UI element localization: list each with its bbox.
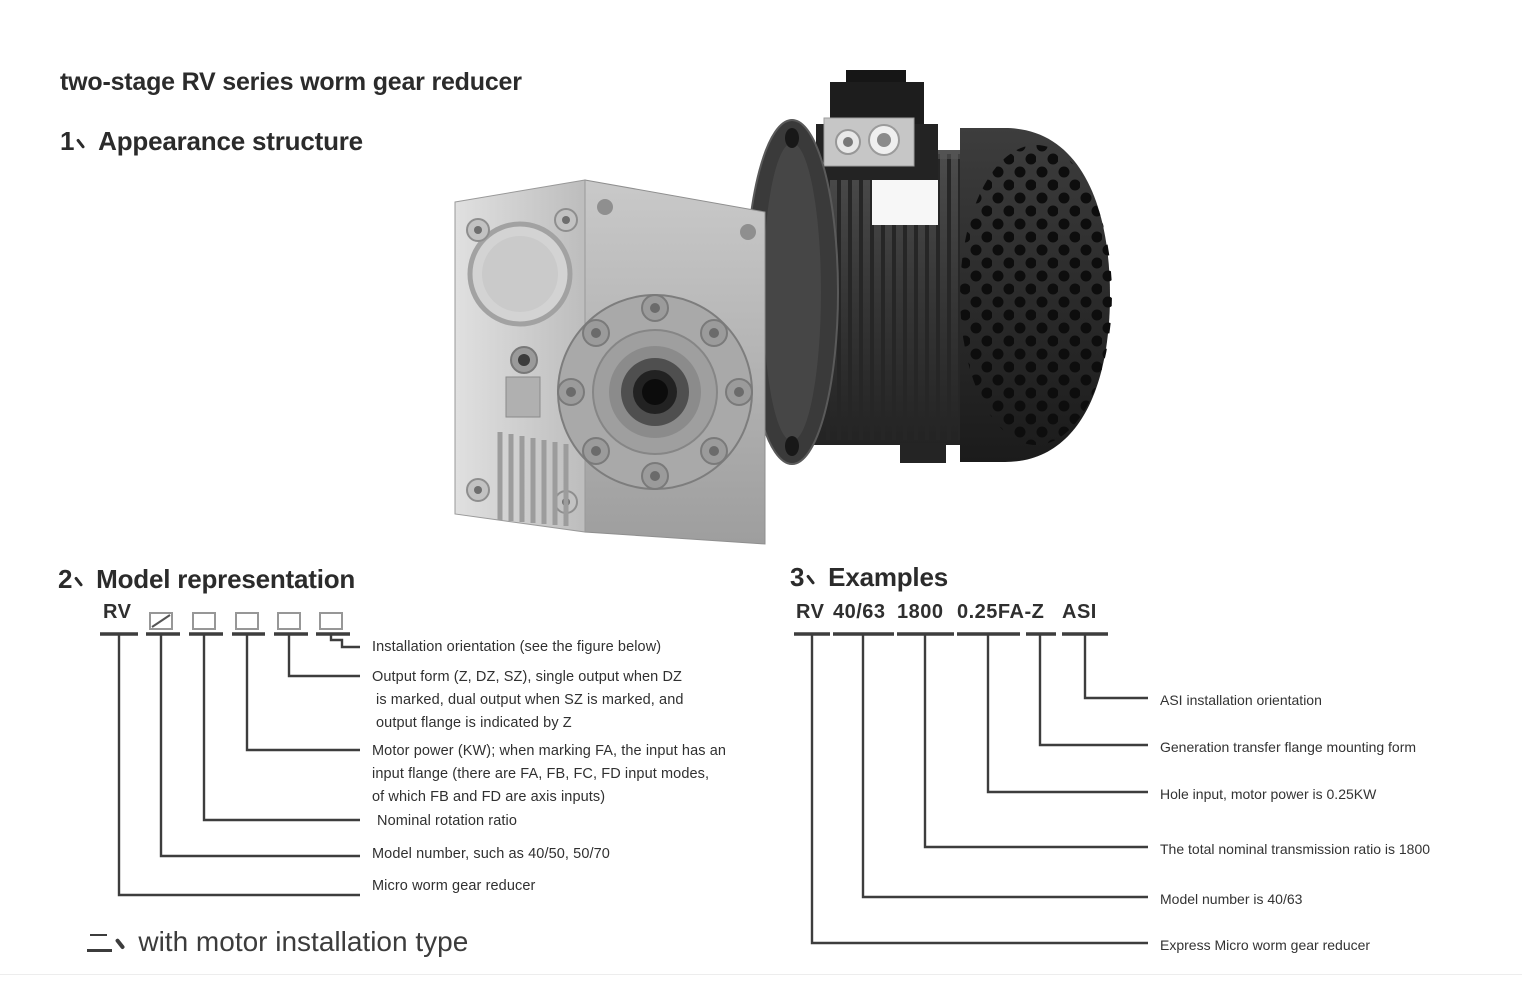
- page-title: two-stage RV series worm gear reducer: [60, 68, 522, 96]
- model-desc-power-1: Motor power (KW); when marking FA, the i…: [372, 743, 727, 759]
- example-code-connectors: [794, 632, 1148, 945]
- model-desc-power-2: input flange (there are FA, FB, FC, FD i…: [372, 766, 710, 782]
- product-photo: [454, 70, 1112, 545]
- example-code-power-output: 0.25FA-Z: [957, 601, 1045, 623]
- example-desc-orientation: ASI installation orientation: [1160, 692, 1322, 708]
- terminal-box: [816, 70, 938, 180]
- model-desc-ratio: Nominal rotation ratio: [377, 813, 518, 829]
- cooling-fins: [497, 432, 569, 526]
- model-desc-output-2: is marked, dual output when SZ is marked…: [376, 692, 684, 708]
- model-code-connectors: [100, 632, 360, 897]
- output-flange: [557, 294, 753, 490]
- model-desc-output-1: Output form (Z, DZ, SZ), single output w…: [372, 669, 683, 685]
- example-desc-flange: Generation transfer flange mounting form: [1160, 739, 1417, 755]
- model-code-box-5: [319, 612, 343, 630]
- model-desc-power-3: of which FB and FD are axis inputs): [372, 789, 606, 805]
- model-desc-model-number: Model number, such as 40/50, 50/70: [372, 846, 610, 862]
- example-desc-reducer: Express Micro worm gear reducer: [1160, 937, 1371, 953]
- model-code-prefix: RV: [103, 601, 132, 623]
- example-desc-model-number: Model number is 40/63: [1160, 891, 1303, 907]
- model-desc-output-3: output flange is indicated by Z: [376, 715, 572, 731]
- model-code-box-4: [277, 612, 301, 630]
- gearbox-illustration: [454, 179, 766, 545]
- model-desc-reducer: Micro worm gear reducer: [372, 878, 536, 894]
- model-code-box-slashed: [149, 612, 173, 630]
- example-code-prefix: RV: [796, 601, 825, 623]
- slash-mark: [151, 614, 171, 628]
- page-divider: [0, 974, 1522, 975]
- example-code-orientation: ASI: [1062, 601, 1097, 623]
- example-desc-hole-input: Hole input, motor power is 0.25KW: [1160, 786, 1377, 802]
- example-code-ratio: 1800: [897, 601, 944, 623]
- bottom-section-heading: with motor installation type: [86, 926, 468, 958]
- example-code-model: 40/63: [833, 601, 886, 623]
- model-desc-installation: Installation orientation (see the figure…: [372, 639, 662, 655]
- model-code-box-3: [235, 612, 259, 630]
- vent-grille: [960, 145, 1112, 445]
- model-code-box-2: [192, 612, 216, 630]
- example-desc-ratio: The total nominal transmission ratio is …: [1160, 841, 1431, 857]
- motor-illustration: [745, 70, 1112, 465]
